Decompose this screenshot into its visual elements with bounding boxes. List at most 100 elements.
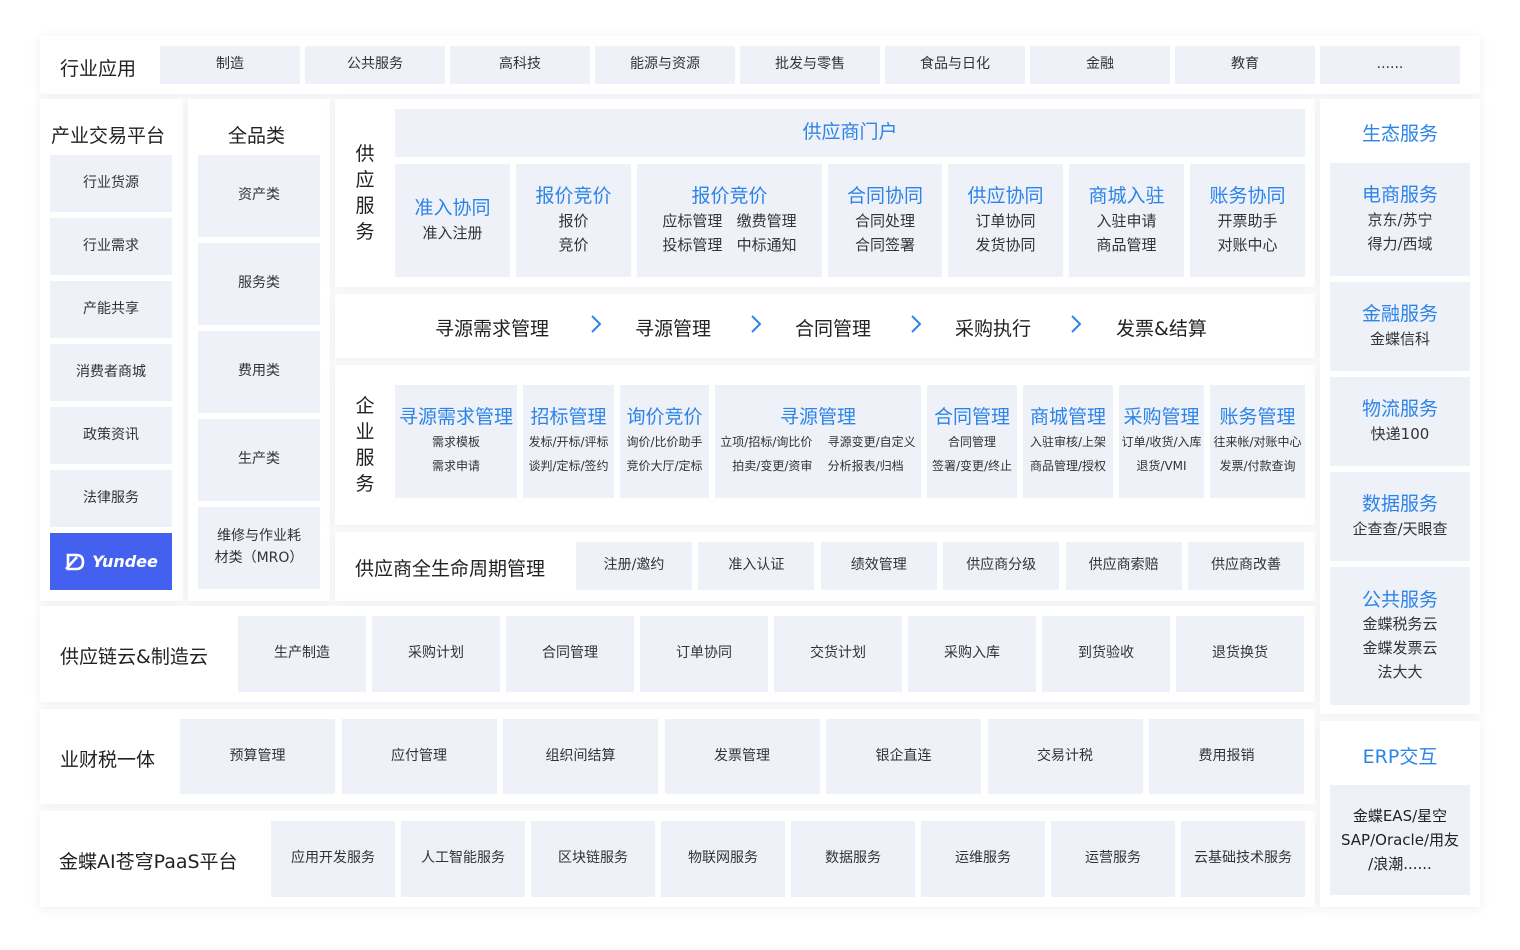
enterprise-module-line: 订单/收货/入库 [1121, 435, 1202, 450]
category-item[interactable]: 资产类 [198, 155, 320, 237]
finance-tax-item[interactable]: 应付管理 [341, 719, 497, 794]
supply-chain-item[interactable]: 到货验收 [1042, 616, 1170, 692]
supplier-module[interactable]: 报价竞价应标管理 缴费管理投标管理 中标通知 [637, 164, 822, 277]
ecosystem-item[interactable]: 电商服务京东/苏宁得力/西域 [1330, 163, 1470, 276]
category-item[interactable]: 服务类 [198, 243, 320, 325]
supplier-portal[interactable]: 供应商门户 [395, 109, 1305, 157]
paas-item[interactable]: 云基础技术服务 [1181, 821, 1305, 897]
supplier-module-line: 合同处理 [854, 211, 915, 230]
category-title: 全品类 [228, 125, 286, 147]
enterprise-module-title: 账务管理 [1219, 405, 1296, 428]
supplier-module[interactable]: 报价竞价报价竞价 [516, 164, 631, 277]
enterprise-module[interactable]: 寻源管理立项/招标/询比价 寻源变更/自定义拍卖/变更/资审 分析报表/归档 [715, 385, 921, 498]
supplier-module-line: 投标管理 中标通知 [662, 235, 797, 254]
industry-item[interactable]: 金融 [1030, 46, 1170, 84]
supply-chain-item[interactable]: 生产制造 [238, 616, 366, 692]
enterprise-module[interactable]: 采购管理订单/收货/入库退货/VMI [1119, 385, 1204, 498]
flow-step[interactable]: 采购执行 [955, 318, 1032, 340]
enterprise-module[interactable]: 商城管理入驻审核/上架商品管理/授权 [1023, 385, 1113, 498]
supplier-module-line: 订单协同 [975, 211, 1036, 230]
industry-item[interactable]: 教育 [1175, 46, 1315, 84]
chevron-right-icon [750, 314, 762, 339]
flow-step[interactable]: 寻源管理 [635, 318, 712, 340]
supply-chain-item[interactable]: 退货换货 [1176, 616, 1304, 692]
supply-chain-item[interactable]: 采购入库 [908, 616, 1036, 692]
flow-step[interactable]: 寻源需求管理 [435, 318, 550, 340]
supplier-module[interactable]: 合同协同合同处理合同签署 [828, 164, 942, 277]
finance-tax-item[interactable]: 组织间结算 [503, 719, 658, 794]
paas-item[interactable]: 物联网服务 [661, 821, 785, 897]
ecosystem-item-line: 得力/西域 [1367, 234, 1433, 253]
industry-item[interactable]: ...... [1320, 46, 1460, 84]
trading-item[interactable]: 产能共享 [50, 281, 172, 338]
lifecycle-item[interactable]: 准入认证 [698, 542, 815, 590]
supplier-module-line: 发货协同 [975, 235, 1036, 254]
ecosystem-item[interactable]: 金融服务金蝶信科 [1330, 282, 1470, 371]
finance-tax-item[interactable]: 预算管理 [180, 719, 335, 794]
industry-panel: 行业应用 制造公共服务高科技能源与资源批发与零售食品与日化金融教育...... [40, 36, 1480, 94]
paas-item[interactable]: 数据服务 [791, 821, 915, 897]
lifecycle-item[interactable]: 绩效管理 [820, 542, 937, 590]
flow-step[interactable]: 发票&结算 [1116, 318, 1207, 340]
category-item[interactable]: 费用类 [198, 331, 320, 413]
lifecycle-item[interactable]: 供应商索赔 [1065, 542, 1182, 590]
paas-item[interactable]: 运维服务 [921, 821, 1045, 897]
ecosystem-item[interactable]: 公共服务金蝶税务云金蝶发票云法大大 [1330, 567, 1470, 705]
paas-item[interactable]: 应用开发服务 [271, 821, 395, 897]
supply-chain-item[interactable]: 订单协同 [640, 616, 768, 692]
lifecycle-item[interactable]: 供应商分级 [943, 542, 1060, 590]
supply-chain-item[interactable]: 交货计划 [774, 616, 902, 692]
lifecycle-item[interactable]: 供应商改善 [1188, 542, 1304, 590]
erp-title: ERP交互 [1362, 746, 1438, 768]
trading-item[interactable]: 法律服务 [50, 470, 172, 527]
supplier-module[interactable]: 供应协同订单协同发货协同 [948, 164, 1063, 277]
enterprise-module[interactable]: 寻源需求管理需求模板需求申请 [395, 385, 517, 498]
industry-item[interactable]: 公共服务 [305, 46, 445, 84]
finance-tax-item[interactable]: 银企直连 [826, 719, 981, 794]
finance-tax-item[interactable]: 发票管理 [664, 719, 820, 794]
trading-item[interactable]: 行业需求 [50, 218, 172, 275]
ecosystem-item-line: 法大大 [1377, 663, 1423, 682]
enterprise-module-line: 竞价大厅/定标 [626, 458, 703, 473]
trading-item[interactable]: 消费者商城 [50, 344, 172, 401]
flow-step[interactable]: 合同管理 [795, 318, 872, 340]
supplier-module[interactable]: 商城入驻入驻申请商品管理 [1069, 164, 1184, 277]
trading-item[interactable]: 行业货源 [50, 155, 172, 212]
paas-item[interactable]: 区块链服务 [531, 821, 655, 897]
supply-chain-item[interactable]: 合同管理 [506, 616, 634, 692]
enterprise-module-line: 商品管理/授权 [1029, 458, 1107, 473]
trading-item[interactable]: 政策资讯 [50, 407, 172, 464]
ecosystem-item-line: 金蝶发票云 [1362, 639, 1438, 658]
enterprise-module[interactable]: 合同管理合同管理签署/变更/终止 [927, 385, 1017, 498]
paas-item[interactable]: 运营服务 [1051, 821, 1175, 897]
lifecycle-item[interactable]: 注册/邀约 [576, 542, 692, 590]
supplier-module[interactable]: 账务协同开票助手对账中心 [1190, 164, 1305, 277]
supply-chain-item[interactable]: 采购计划 [372, 616, 500, 692]
ecosystem-item-line: 京东/苏宁 [1367, 210, 1433, 229]
industry-item[interactable]: 食品与日化 [885, 46, 1025, 84]
category-item[interactable]: 生产类 [198, 419, 320, 501]
paas-item[interactable]: 人工智能服务 [401, 821, 525, 897]
chevron-right-icon [910, 314, 922, 339]
trading-title: 产业交易平台 [51, 125, 166, 147]
ecosystem-item[interactable]: 物流服务快递100 [1330, 377, 1470, 466]
industry-title: 行业应用 [60, 58, 137, 80]
supplier-module-line: 开票助手 [1217, 211, 1278, 230]
yundee-logo-text: Yundee [92, 552, 158, 571]
ecosystem-item[interactable]: 数据服务企查查/天眼查 [1330, 472, 1470, 561]
industry-item[interactable]: 制造 [160, 46, 300, 84]
industry-item[interactable]: 批发与零售 [740, 46, 880, 84]
enterprise-module-title: 寻源管理 [779, 405, 856, 428]
supply-chain-panel: 供应链云&制造云 生产制造采购计划合同管理订单协同交货计划采购入库到货验收退货换… [40, 606, 1315, 702]
supplier-module[interactable]: 准入协同准入注册 [395, 164, 510, 277]
finance-tax-item[interactable]: 费用报销 [1149, 719, 1304, 794]
enterprise-module[interactable]: 询价竞价询价/比价助手竞价大厅/定标 [620, 385, 709, 498]
yundee-logo-icon [65, 553, 85, 570]
category-item[interactable]: 维修与作业耗 材类（MRO） [198, 507, 320, 589]
industry-item[interactable]: 高科技 [450, 46, 590, 84]
industry-item[interactable]: 能源与资源 [595, 46, 735, 84]
enterprise-module[interactable]: 招标管理发标/开标/评标谈判/定标/签约 [523, 385, 614, 498]
enterprise-module[interactable]: 账务管理往来帐/对账中心发票/付款查询 [1210, 385, 1305, 498]
enterprise-service-panel: 企业服务 寻源需求管理需求模板需求申请招标管理发标/开标/评标谈判/定标/签约询… [335, 365, 1315, 525]
finance-tax-item[interactable]: 交易计税 [987, 719, 1143, 794]
